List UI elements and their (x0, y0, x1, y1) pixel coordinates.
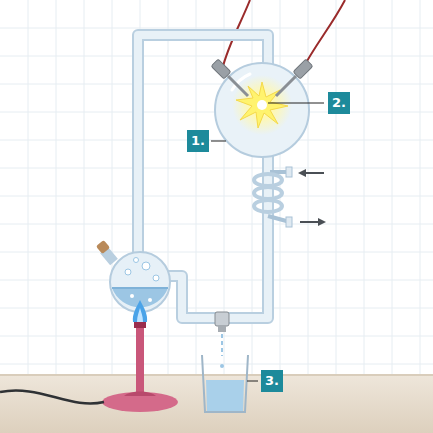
floor-edge (0, 374, 433, 376)
condenser-coil (254, 167, 292, 227)
bunsen-burner (0, 300, 178, 412)
grid-background (0, 0, 433, 375)
floor (0, 375, 433, 433)
flow-arrows (298, 169, 326, 226)
boiling-flask (96, 240, 170, 312)
leader-lines (211, 103, 324, 381)
callout-number: 2. (328, 92, 350, 114)
electrodes (211, 59, 313, 96)
callout-number: 3. (261, 370, 283, 392)
beaker (202, 355, 248, 412)
stopcock (215, 312, 229, 356)
spark-chamber (215, 63, 309, 157)
callout-number: 1. (187, 130, 209, 152)
